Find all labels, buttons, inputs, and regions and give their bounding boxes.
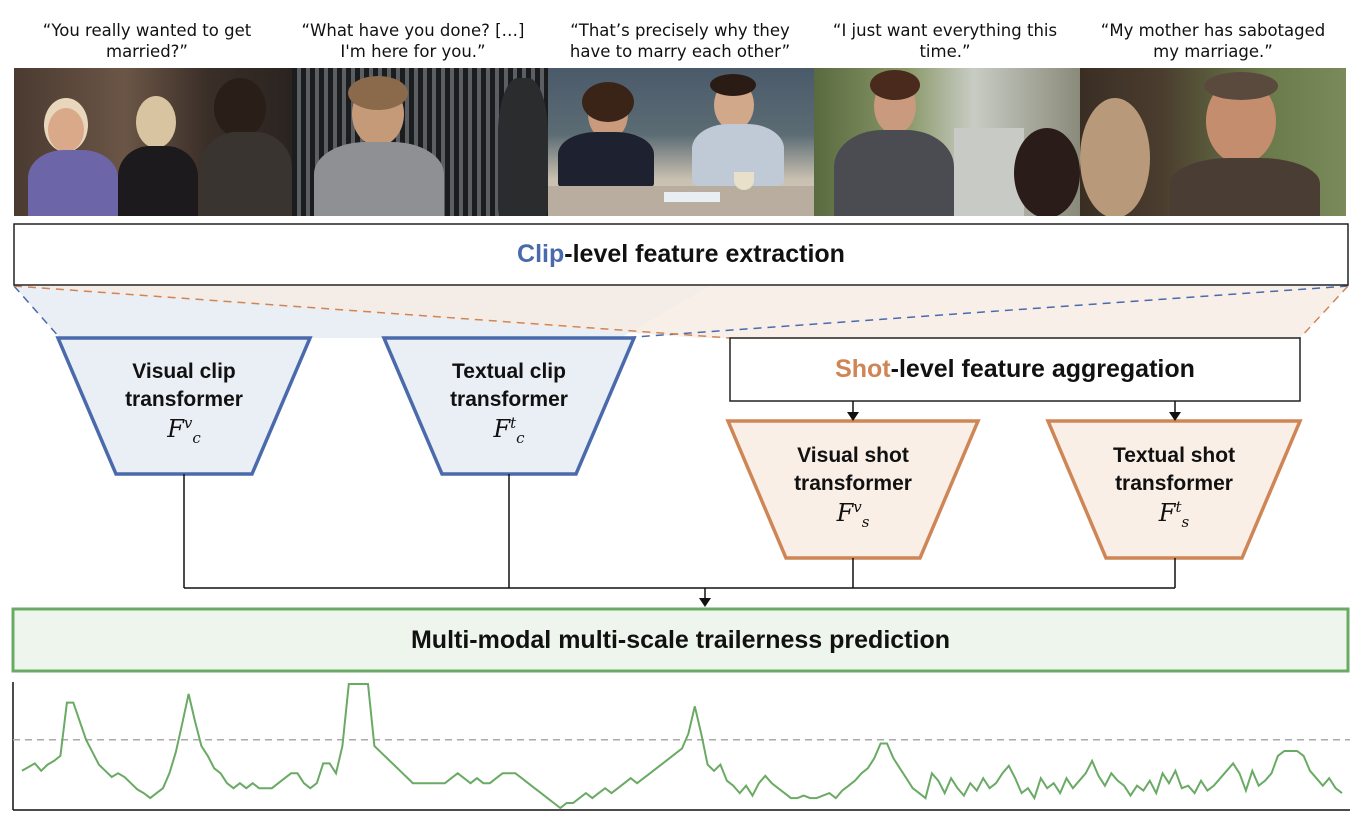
textual-shot-symbol: Fts (1158, 498, 1190, 531)
visual-clip-symbol: Fvc (167, 414, 201, 447)
caption-4-line2: time.” (919, 42, 971, 61)
shot-level-title: Shot-level feature aggregation (730, 338, 1300, 401)
caption-3-line2: have to marry each other” (569, 42, 791, 61)
caption-3: “That’s precisely why they have to marry… (550, 20, 810, 62)
trailerness-series-line (21, 683, 1343, 810)
clip-fan-dash-left-blue (13, 285, 61, 339)
caption-2: “What have you done? […] I'm here for yo… (283, 20, 543, 62)
textual-clip-label-line1: Textual clip (452, 360, 566, 383)
merge-arrowhead (699, 598, 711, 607)
clip-rest: -level feature extraction (564, 240, 845, 268)
clip-fan-dash-mid-blue (619, 285, 1349, 339)
merge-connector (183, 474, 1176, 600)
visual-clip-label-line2: transformer (125, 388, 243, 411)
caption-1-line2: married?” (106, 42, 188, 61)
clip-level-title: Clip-level feature extraction (14, 224, 1348, 285)
visual-clip-label: Visual clip transformer (84, 358, 284, 414)
video-frame-5 (1080, 68, 1346, 216)
clip-level-box (13, 223, 1349, 286)
caption-5: “My mother has sabotaged my marriage.” (1083, 20, 1343, 62)
clip-fan-shading-orange (14, 286, 1348, 338)
video-frame-2 (292, 68, 548, 216)
shot-rest: -level feature aggregation (890, 355, 1195, 383)
caption-4: “I just want everything this time.” (815, 20, 1075, 62)
clip-fan-dash-right-orange (1299, 285, 1349, 339)
caption-5-line1: “My mother has sabotaged (1100, 21, 1326, 40)
video-frame-3 (548, 68, 814, 216)
visual-clip-transformer-shape (55, 336, 313, 476)
caption-2-line2: I'm here for you.” (340, 42, 486, 61)
caption-3-line1: “That’s precisely why they (570, 21, 790, 40)
visual-shot-symbol: Fvs (836, 498, 870, 531)
shot-to-visual-arrow (847, 401, 859, 421)
textual-clip-transformer-shape (381, 336, 637, 476)
clip-fan-dash-left-orange (13, 285, 731, 339)
video-frame-1 (14, 68, 292, 216)
visual-shot-transformer-shape (725, 419, 981, 560)
textual-shot-label-line2: transformer (1115, 472, 1233, 495)
caption-4-line1: “I just want everything this (832, 21, 1058, 40)
prediction-title: Multi-modal multi-scale trailerness pred… (410, 625, 950, 654)
shot-level-box (729, 337, 1301, 402)
caption-5-line2: my marriage.” (1153, 42, 1273, 61)
textual-shot-label: Textual shot transformer (1074, 442, 1274, 498)
visual-shot-label-line1: Visual shot (797, 444, 909, 467)
caption-1-line1: “You really wanted to get (42, 21, 252, 40)
shot-accent: Shot (835, 355, 891, 383)
clip-accent: Clip (517, 240, 565, 268)
textual-shot-label-line1: Textual shot (1112, 444, 1236, 467)
caption-1: “You really wanted to get married?” (17, 20, 277, 62)
prediction-box (11, 607, 1350, 673)
textual-clip-symbol: Ftc (493, 414, 525, 447)
caption-2-line1: “What have you done? […] (301, 21, 525, 40)
visual-shot-label-line2: transformer (794, 472, 912, 495)
textual-clip-label-line2: transformer (450, 388, 568, 411)
video-frame-4 (814, 68, 1080, 216)
trailerness-chart (12, 682, 1350, 811)
visual-clip-label-line1: Visual clip (132, 360, 236, 383)
shot-to-textual-arrow (1169, 401, 1181, 421)
textual-clip-label: Textual clip transformer (409, 358, 609, 414)
visual-shot-label: Visual shot transformer (753, 442, 953, 498)
textual-shot-transformer-shape (1045, 419, 1303, 560)
